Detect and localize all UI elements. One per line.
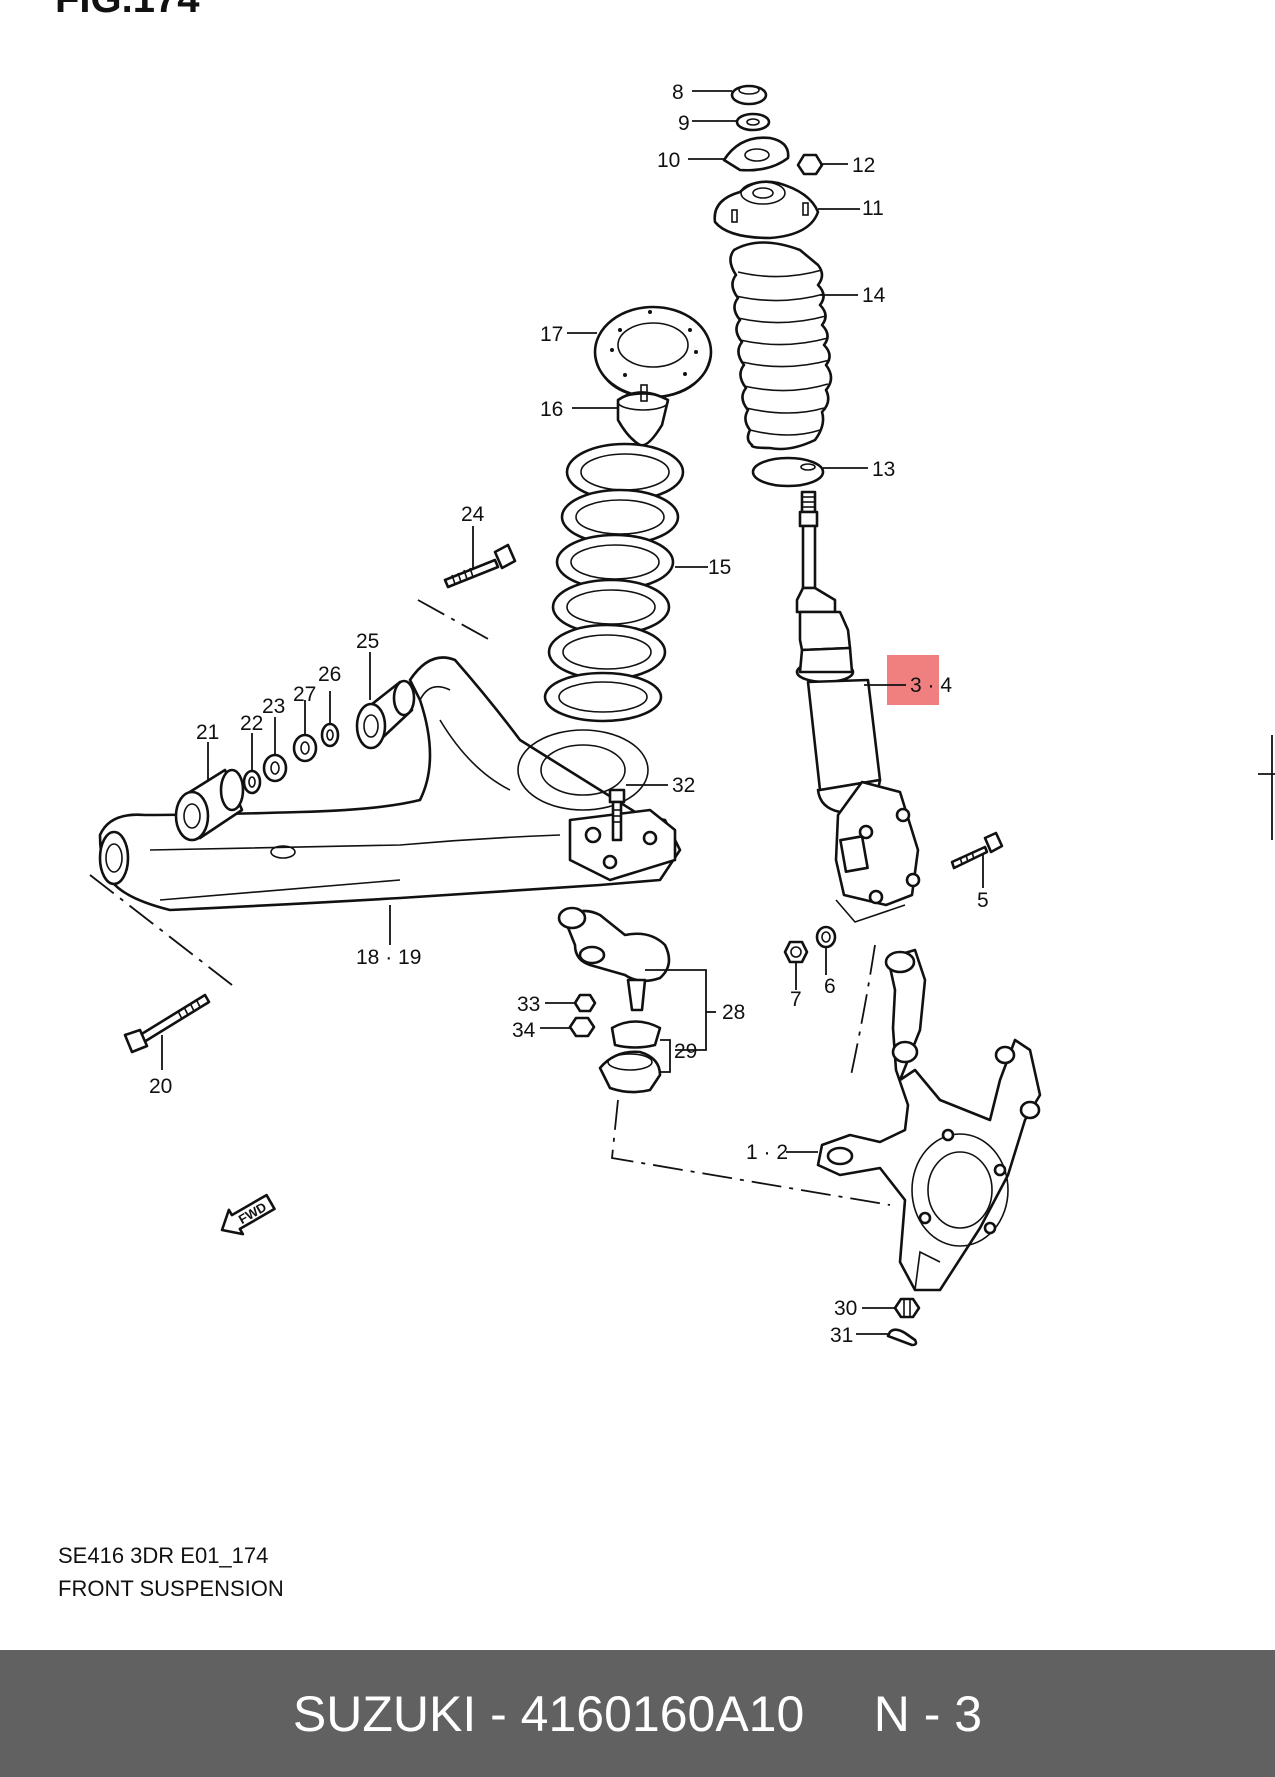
- callout-3-4: 3 · 4: [910, 674, 952, 697]
- callout-33: 33: [517, 993, 540, 1016]
- strut-mount-nut-8: [730, 84, 768, 106]
- callout-16: 16: [540, 398, 563, 421]
- callout-8: 8: [672, 81, 684, 104]
- bolt-24: [443, 543, 517, 589]
- washer-26: [320, 722, 340, 748]
- leader-lines: [161, 90, 984, 1335]
- callout-15: 15: [708, 556, 731, 579]
- footer-sep: -: [476, 1685, 521, 1742]
- callout-11: 11: [862, 197, 884, 220]
- footer-gap: [804, 1685, 873, 1743]
- callout-27: 27: [293, 683, 316, 706]
- callout-13: 13: [872, 458, 895, 481]
- castle-nut-30: [893, 1297, 921, 1319]
- callout-5: 5: [977, 889, 989, 912]
- steering-knuckle-1-2: [816, 948, 1042, 1292]
- highlight-box: [887, 655, 939, 705]
- cotter-pin-31: [886, 1328, 918, 1347]
- callout-31: 31: [830, 1324, 853, 1347]
- footer-part-number: 4160160A10: [520, 1685, 805, 1742]
- footer-note: N - 3: [873, 1685, 983, 1742]
- figure-title: FIG.174: [55, 0, 200, 21]
- bushing-21: [174, 768, 245, 842]
- callout-22: 22: [240, 712, 263, 735]
- footer-brand: SUZUKI: [292, 1685, 477, 1742]
- fwd-arrow-icon: FWD: [220, 1193, 276, 1236]
- bump-stopper-16: [616, 384, 670, 447]
- ball-joint-boot-29: [598, 1020, 662, 1094]
- ref-line-bolt-20: [89, 874, 233, 986]
- spring-seat-17: [593, 305, 713, 399]
- nut-34: [568, 1016, 596, 1038]
- callout-34: 34: [512, 1019, 536, 1042]
- caption-model-code: SE416 3DR E01_174: [58, 1543, 269, 1568]
- strut-support-11: [713, 180, 820, 240]
- callout-26: 26: [318, 663, 341, 686]
- ref-line-bolt-24: [417, 599, 491, 641]
- bolt-32: [608, 788, 626, 842]
- callout-28: 28: [722, 1001, 745, 1024]
- washer-22: [242, 769, 262, 795]
- callout-23: 23: [262, 695, 285, 718]
- callout-14: 14: [862, 284, 886, 307]
- callout-10: 10: [657, 149, 680, 172]
- washer-9: [735, 112, 771, 132]
- nut-23: [262, 753, 288, 783]
- callout-18-19: 18 · 19: [356, 946, 421, 969]
- ref-line-ball-joint: [611, 1099, 891, 1206]
- bearing-plate-10: [722, 136, 790, 172]
- callout-12: 12: [852, 154, 875, 177]
- ball-joint-28: [557, 906, 671, 1012]
- callout-20: 20: [149, 1075, 172, 1098]
- control-arm-18-19: [98, 656, 682, 912]
- ball-joint-bracket: [568, 808, 677, 882]
- washer-6: [815, 925, 837, 949]
- callout-6: 6: [824, 975, 836, 998]
- nut-33: [573, 993, 597, 1013]
- spring-seat-13: [751, 456, 825, 488]
- bushing-25: [355, 679, 416, 750]
- footer-bar: SUZUKI - 4160160A10 N - 3: [0, 1650, 1275, 1777]
- callout-1-2: 1 · 2: [746, 1141, 788, 1164]
- callout-7: 7: [790, 988, 802, 1011]
- front-suspension-diagram: FIG.174: [55, 0, 1275, 1347]
- caption-section: FRONT SUSPENSION: [58, 1576, 284, 1601]
- dust-boot-14: [729, 241, 833, 451]
- bolt-20: [123, 993, 211, 1054]
- shock-absorber-3-4: [795, 490, 921, 923]
- nut-12: [796, 153, 824, 176]
- bolt-5: [950, 831, 1004, 870]
- nut-27: [292, 733, 318, 763]
- nut-7: [783, 940, 809, 964]
- callout-labels: 8 9 10 12 11 14 17 16 13 24 15 3 · 4 25 …: [149, 81, 989, 1347]
- callout-32: 32: [672, 774, 695, 797]
- callout-17: 17: [540, 323, 563, 346]
- callout-29: 29: [674, 1040, 697, 1063]
- callout-9: 9: [678, 112, 690, 135]
- callout-25: 25: [356, 630, 379, 653]
- callout-30: 30: [834, 1297, 857, 1320]
- coil-spring-15: [543, 442, 685, 723]
- callout-24: 24: [461, 503, 485, 526]
- ref-line-strut-knuckle: [849, 944, 876, 1081]
- callout-21: 21: [196, 721, 219, 744]
